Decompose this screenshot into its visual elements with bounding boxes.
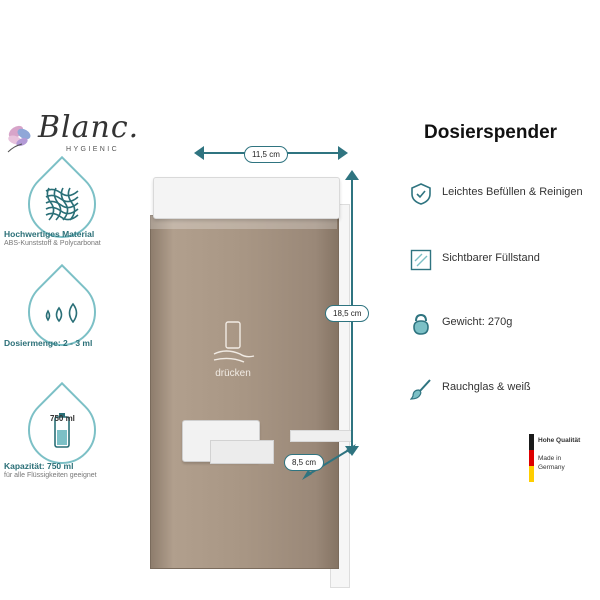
soap-dispenser-image: drücken (140, 140, 380, 588)
capacity-icon-label: 750 ml (50, 414, 75, 423)
product-title: Dosierspender (424, 122, 558, 143)
dispenser-foot (290, 430, 352, 442)
dispenser-nozzle-base (210, 440, 274, 464)
depth-dimension-label: 8,5 cm (284, 454, 325, 471)
flag-red (529, 450, 534, 466)
quality-badge: Hohe Qualität Made in Germany (525, 432, 600, 482)
germany-label: Germany (538, 464, 565, 471)
feature-material (0, 155, 150, 253)
feature-fill-level-label: Sichtbarer Füllstand (442, 252, 540, 264)
feature-easy-refill-label: Leichtes Befüllen & Reinigen (442, 186, 583, 198)
kettlebell-icon (413, 313, 429, 335)
paintbrush-icon (410, 379, 431, 400)
flag-black (529, 434, 534, 450)
hand-tube-icon (213, 321, 255, 363)
feature-capacity-title: Kapazität: 750 ml (4, 461, 74, 471)
shield-check-icon (411, 183, 431, 205)
feature-weight: Gewicht: 270g (410, 313, 600, 337)
quality-label: Hohe Qualität (538, 437, 581, 444)
drop-frame (13, 263, 111, 361)
feature-material-color: Rauchglas & weiß (410, 378, 600, 402)
mesh-material-icon (45, 187, 79, 221)
press-label: drücken (215, 368, 251, 379)
drop-frame (13, 155, 111, 253)
dispenser-lid (153, 177, 340, 219)
flower-logo-icon (7, 125, 31, 153)
drop-frame (13, 381, 111, 479)
made-in-label: Made in (538, 455, 562, 462)
feature-weight-label: Gewicht: 270g (442, 316, 513, 328)
arrow-right-icon (338, 146, 348, 160)
feature-capacity: 750 ml (0, 381, 150, 479)
feature-material-color-label: Rauchglas & weiß (442, 381, 531, 393)
brand-tagline: HYGIENIC (66, 146, 120, 153)
feature-material-subtitle: ABS-Kunststoff & Polycarbonat (4, 240, 101, 247)
feature-dose (0, 263, 150, 361)
bottle-icon (54, 413, 70, 448)
feature-easy-refill: Leichtes Befüllen & Reinigen (410, 183, 600, 207)
feature-fill-level: Sichtbarer Füllstand (410, 249, 600, 273)
arrow-up-icon (345, 170, 359, 180)
arrow-left-icon (194, 146, 204, 160)
depth-dimension-line (302, 444, 356, 480)
brand-name: Blanc. (38, 110, 140, 145)
feature-capacity-subtitle: für alle Flüssigkeiten geeignet (4, 472, 97, 479)
height-dimension-label: 18,5 cm (325, 305, 370, 322)
dispenser-tank (150, 215, 339, 569)
feature-material-title: Hochwertiges Material (4, 229, 95, 239)
drops-icon (45, 302, 78, 323)
feature-dose-title: Dosiermenge: 2 - 3 ml (4, 338, 93, 348)
level-window-icon (410, 249, 432, 271)
flag-gold (529, 466, 534, 482)
brand-logo: Blanc. HYGIENIC (4, 110, 138, 168)
width-dimension-label: 11,5 cm (244, 146, 288, 163)
